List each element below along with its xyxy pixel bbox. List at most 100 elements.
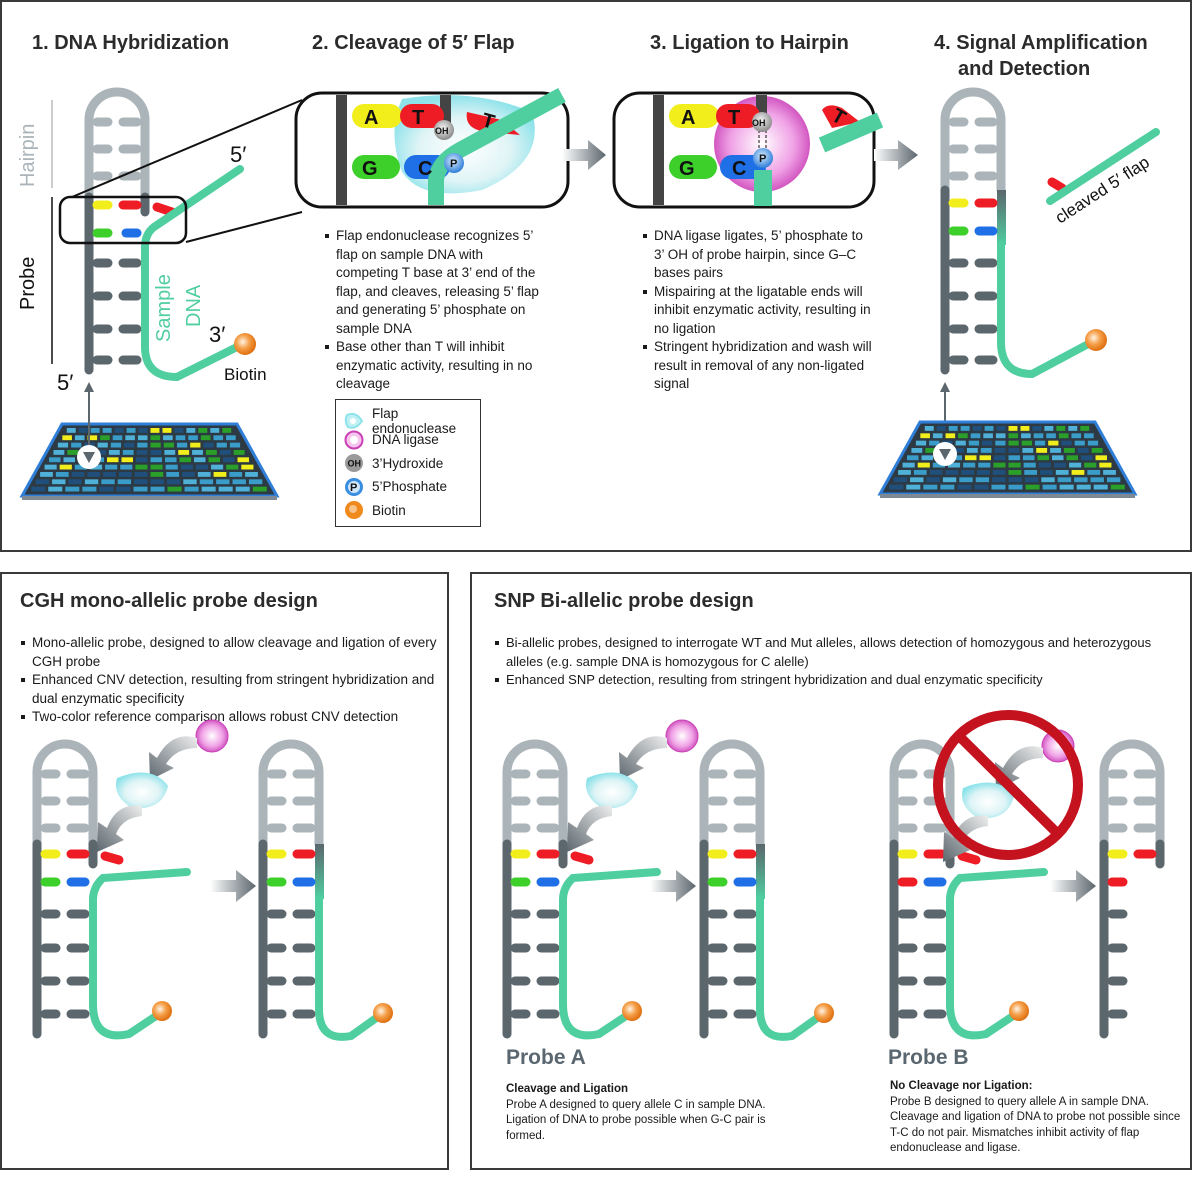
biotin-icon [1009,1001,1029,1021]
array-spot [929,440,940,446]
array-spot [1110,484,1125,490]
array-spot [913,470,927,475]
array-spot [241,464,254,470]
ligation-base-a: A [681,107,695,129]
array-spot [1093,484,1108,490]
cleaved-flap-base [1047,177,1067,193]
array-spot [138,428,148,433]
probe-b-after [1099,739,1165,1039]
array-spot [150,435,161,441]
array-spot [179,457,191,463]
array-spot [117,479,132,485]
step4-title: 4. Signal Amplification and Detection [934,30,1148,82]
array-spot [1055,470,1069,475]
legend-item: Flap endonuclease [336,406,480,436]
array-spot [150,457,162,463]
array-spot [112,435,123,441]
workflow-panel: 1. DNA Hybridization 2. Cleavage of 5′ F… [0,0,1192,552]
sample-dna-strand [946,868,1048,1040]
array-spot [219,450,231,455]
array-spot [163,442,174,448]
array-spot [1025,484,1040,490]
svg-text:P: P [350,482,357,494]
step4-title-line1: 4. Signal Amplification [934,32,1148,54]
array-spot [208,457,220,463]
cleavage-zoom-box [294,87,570,209]
biotin-icon [152,1001,172,1021]
array-spot [136,457,148,463]
probe-a-heading: Cleavage and Ligation [506,1083,629,1095]
five-prime-label: 5′ [230,142,246,167]
probe-a-before [502,739,661,1040]
array-spot [1071,433,1082,439]
array-spot [1008,433,1019,439]
step3-bullets: DNA ligase ligates, 5’ phosphate to 3’ O… [642,227,872,394]
ligation-base-t: T [728,107,740,129]
array-spot [67,450,79,455]
array-spot [57,442,69,448]
array-spot [137,435,148,441]
hydroxide-icon: OH [344,453,364,473]
array-spot [150,450,162,455]
array-spot [948,426,958,431]
array-spot [1053,462,1067,468]
array-spot [965,455,977,461]
array-spot [205,450,217,455]
array-spot [101,479,115,485]
array-spot [984,426,994,431]
array-spot [213,472,227,477]
array-spot [233,450,245,455]
probe-label: Probe [17,257,39,310]
array-spot [232,479,246,485]
array-spot [1084,433,1094,439]
array-spot [921,455,933,461]
array-spot [59,464,72,470]
sample-dna-label-2: DNA [183,284,205,327]
array-spot [1020,426,1030,431]
step2-bullet-2: Base other than T will inhibit enzymatic… [324,338,544,394]
array-spot [63,457,75,463]
sample-dna-strand [559,868,661,1040]
probe-b-text: Probe B designed to query allele A in sa… [890,1095,1181,1155]
sample-dna-strand [756,895,824,1041]
array-spot [917,462,930,468]
array-spot [996,426,1006,431]
array-spot [1061,440,1072,446]
step3-title: 3. Ligation to Hairpin [650,32,849,54]
array-spot [968,440,980,446]
array-spot [911,448,923,453]
base-label-g: G [362,158,378,180]
array-spot [166,479,181,485]
array-spot [993,462,1006,468]
array-spot [105,464,118,470]
snp-bullet-2: Enhanced SNP detection, resulting from s… [494,671,1184,690]
svg-text:OH: OH [348,459,362,469]
flap-endonuclease-icon [962,782,1014,819]
array-spot [1033,433,1044,439]
array-spot [222,428,232,433]
array-spot [120,464,133,470]
array-spot [1008,455,1020,461]
array-spot [970,433,981,439]
arrow-step2-to-3 [562,140,606,170]
array-spot [889,484,904,490]
step1-probe [84,87,256,382]
array-spot [201,486,216,492]
array-spot [1050,448,1061,453]
array-spot [252,486,267,492]
array-spot [932,433,943,439]
array-spot [1090,477,1104,483]
array-spot [176,442,188,448]
flap-t [152,202,177,217]
array-spot [164,450,176,455]
array-spot [1099,462,1112,468]
dna-ligase-icon [344,430,364,450]
array-spot [116,486,131,492]
array-spot [102,428,112,433]
three-prime-label: 3′ [209,322,225,347]
array-spot [1008,440,1019,446]
biotin-icon [344,500,364,520]
array-spot [1008,470,1022,475]
array-spot [1074,477,1088,483]
snp-title: SNP Bi-allelic probe design [494,590,754,612]
